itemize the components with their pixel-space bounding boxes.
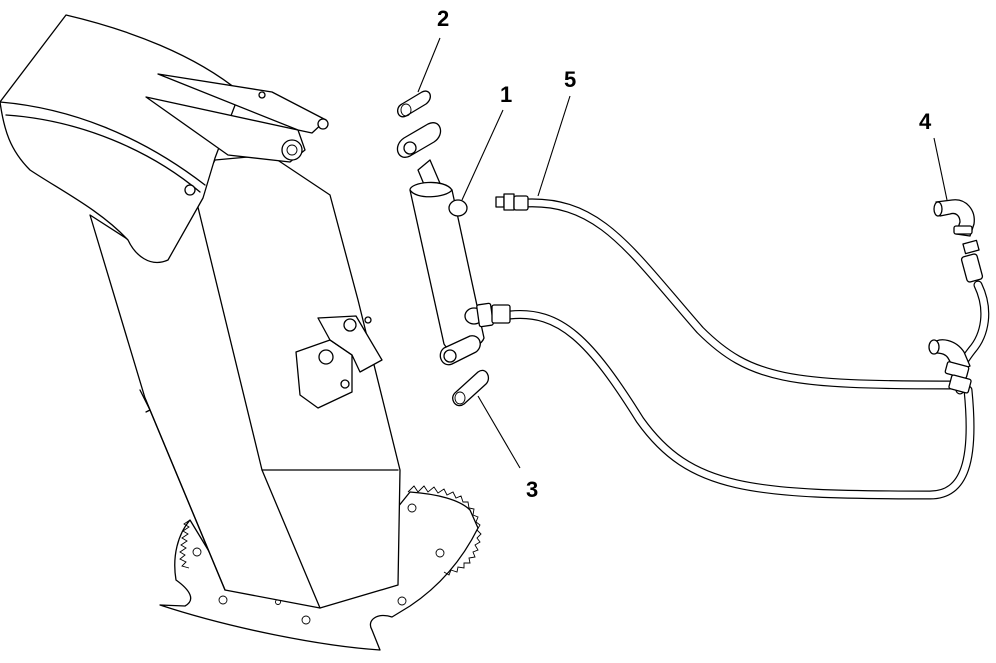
callout-4: 4	[919, 109, 932, 134]
leader-4	[933, 137, 948, 201]
hose-fitting-lower	[476, 302, 511, 328]
part-2-bushing	[396, 90, 432, 118]
leader-1	[461, 109, 504, 201]
leader-lines	[417, 37, 948, 469]
leader-2	[417, 37, 441, 93]
leader-3	[477, 395, 521, 469]
callout-3: 3	[526, 477, 539, 502]
leader-5	[537, 95, 571, 197]
callout-2: 2	[437, 6, 450, 31]
part-5-hoses	[476, 193, 990, 500]
part-1-hydraulic-cylinder	[396, 122, 485, 366]
part-3-bushing	[452, 369, 490, 407]
hose-fitting-right	[928, 239, 984, 394]
callout-1: 1	[500, 82, 513, 107]
chute-deflector-hood	[0, 14, 329, 264]
hose-fitting-upper	[495, 193, 529, 211]
part-4-elbow-fitting	[933, 199, 975, 237]
callout-5: 5	[564, 67, 577, 92]
discharge-chute	[0, 14, 482, 651]
cylinder-mount-bracket	[295, 315, 383, 409]
